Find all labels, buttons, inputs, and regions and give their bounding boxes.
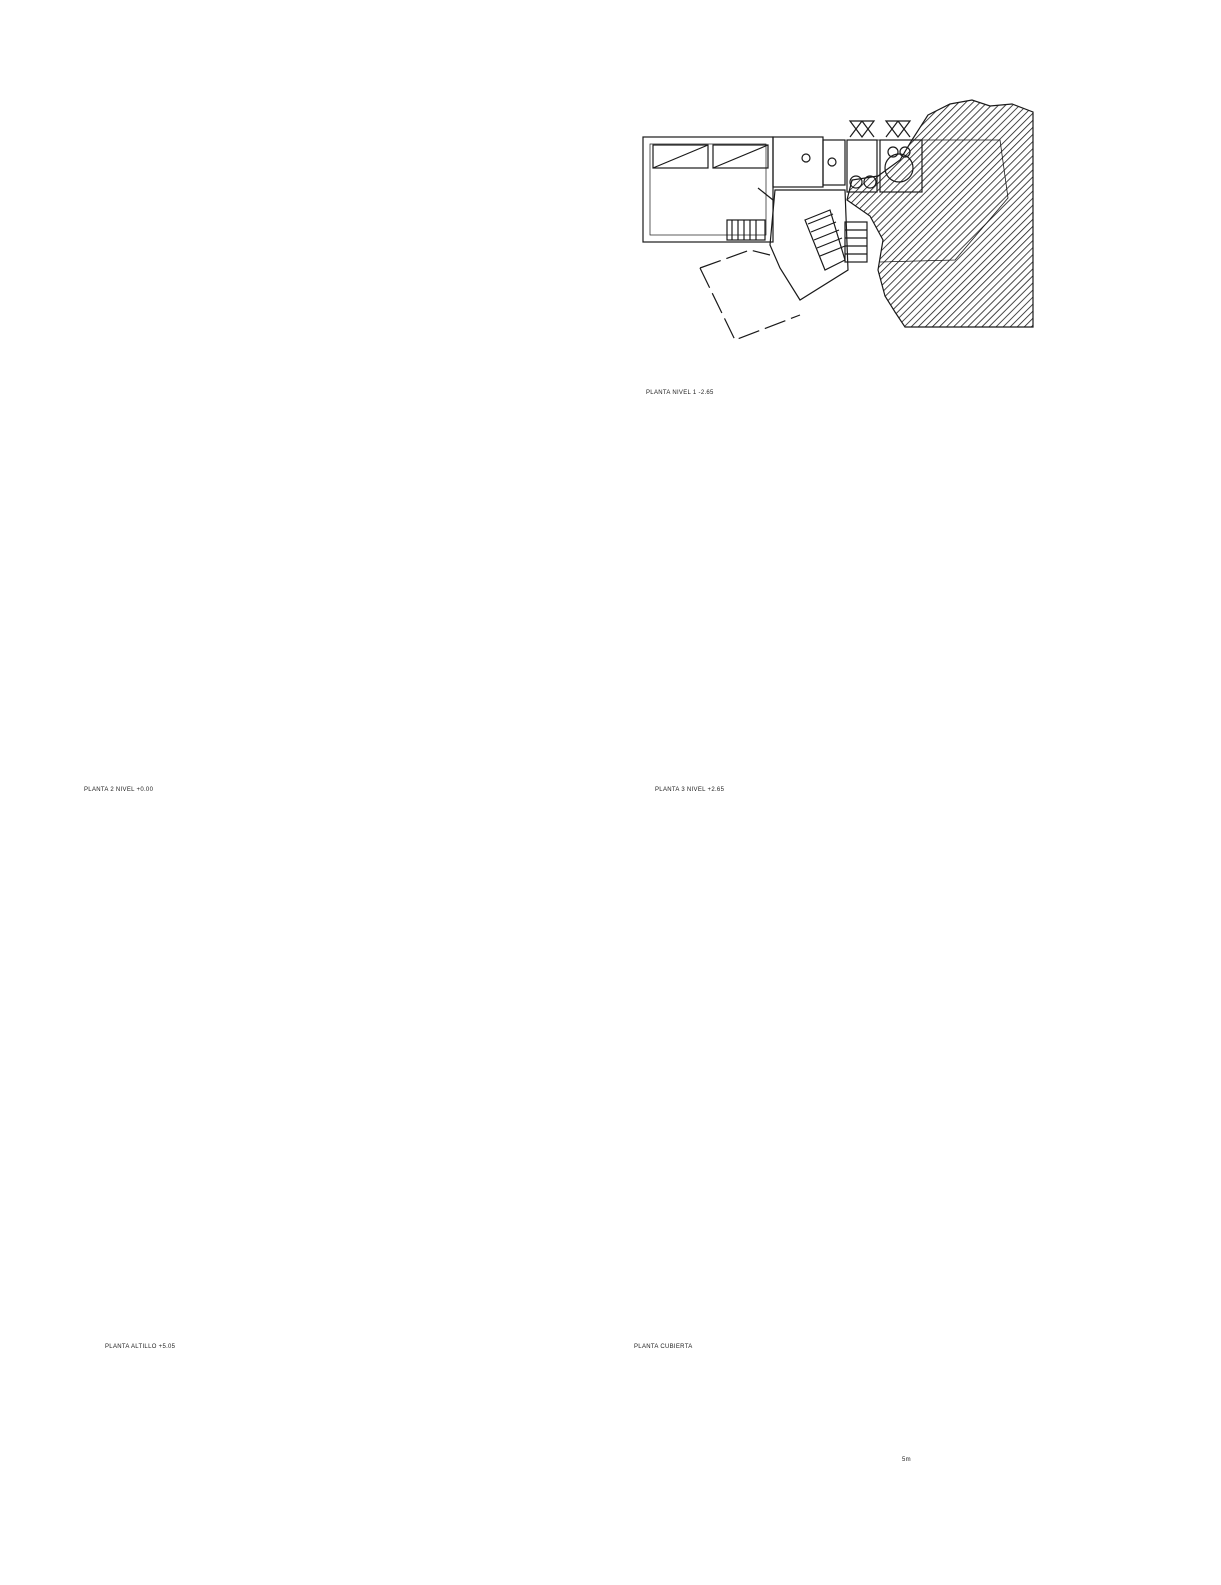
rock-mass: [846, 99, 1034, 328]
label-plan-level-1: PLANTA NIVEL 1 -2.65: [646, 390, 714, 396]
label-plan-roof: PLANTA CUBIERTA: [634, 1344, 693, 1350]
scale-bar-label: 5m: [902, 1457, 911, 1463]
plan-level-1: [642, 99, 1034, 341]
label-plan-level-3: PLANTA 3 NIVEL +2.65: [655, 787, 725, 793]
label-plan-attic: PLANTA ALTILLO +5.05: [105, 1344, 176, 1350]
label-plan-level-2: PLANTA 2 NIVEL +0.00: [84, 787, 154, 793]
